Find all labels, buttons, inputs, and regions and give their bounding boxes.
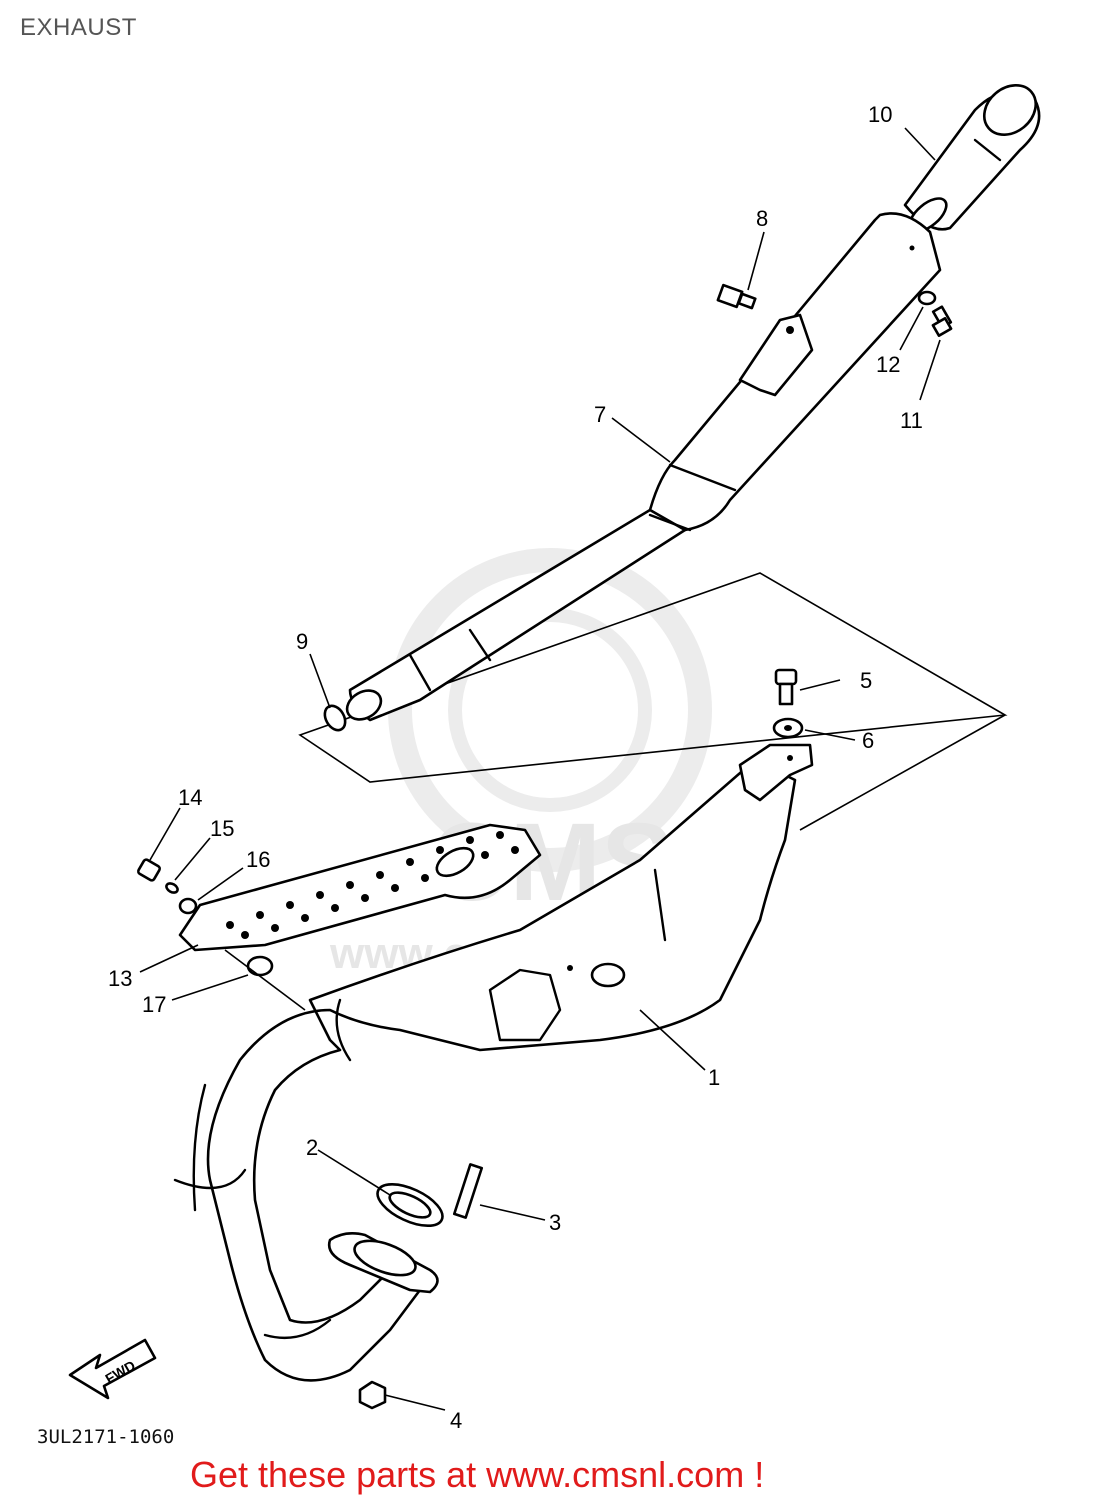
callout-14: 14 [178,785,202,810]
callout-15: 15 [210,816,234,841]
callout-2: 2 [306,1135,318,1160]
callout-7: 7 [594,402,606,427]
part-14-bolt [137,858,161,882]
part-10-tail-cap [903,84,1041,233]
part-4-nut [358,1380,387,1410]
part-3-stud [452,1163,484,1219]
leader-lines [139,127,941,1411]
callout-3: 3 [549,1210,561,1235]
callout-8: 8 [756,206,768,231]
diagram-code: 3UL2171-1060 [37,1426,175,1448]
callout-11: 11 [900,408,923,433]
part-2-gasket [376,1182,444,1228]
callout-1: 1 [708,1065,720,1090]
part-8-bolt [716,283,757,310]
callout-13: 13 [108,966,132,991]
callout-17: 17 [142,992,166,1017]
part-16-washer [178,897,198,915]
fwd-arrow-icon: FWD [68,1338,157,1400]
part-13-heat-guard [178,823,542,952]
callout-5: 5 [860,668,872,693]
exhaust-flange [327,1232,439,1294]
part-15-spring-washer [165,882,179,894]
callout-6: 6 [862,728,874,753]
part-11-screw [931,305,953,337]
callout-4: 4 [450,1408,462,1433]
callout-numbers: 1 2 3 4 5 6 7 8 9 10 11 12 13 14 15 16 1… [108,102,923,1433]
callout-12: 12 [876,352,900,377]
part-17-washer [246,955,274,977]
callout-16: 16 [246,847,270,872]
part-6-washer [772,717,804,739]
part-7-silencer [345,212,942,722]
part-9-gasket [323,704,347,732]
part-12-washer [917,290,937,306]
footer-link-text[interactable]: Get these parts at www.cmsnl.com ! [190,1454,765,1495]
callout-10: 10 [868,102,892,127]
page-title: EXHAUST [20,14,137,41]
callout-9: 9 [296,629,308,654]
part-5-bolt [774,668,798,706]
part-1-exhaust-chamber [173,743,814,1382]
